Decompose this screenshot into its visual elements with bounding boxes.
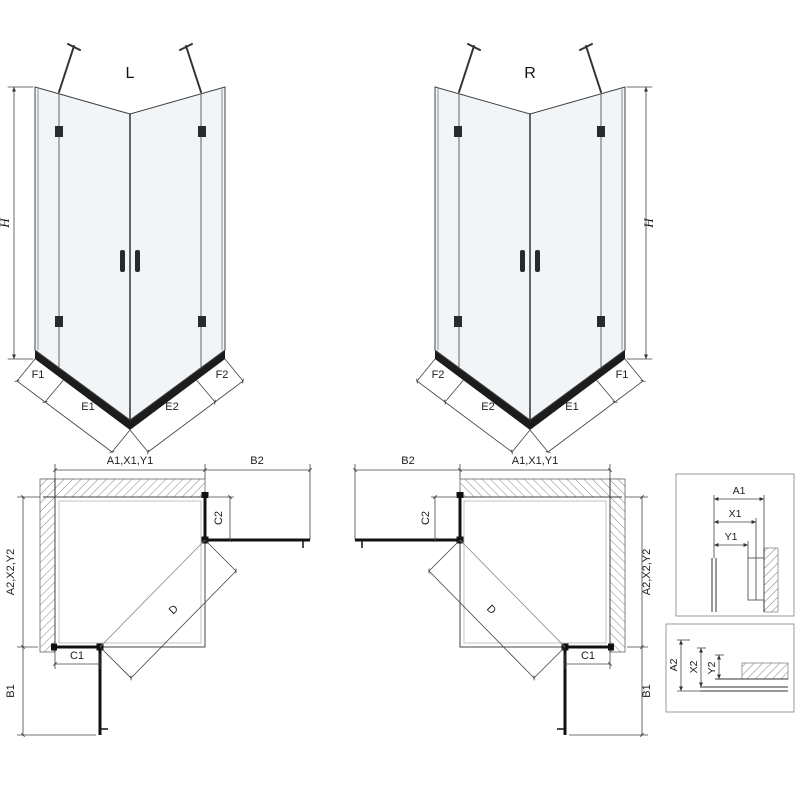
dim-label-a2x2y2: A2,X2,Y2: [641, 549, 653, 595]
detail-box-horizontal: A1 X1 Y1: [675, 473, 795, 617]
dim-label-c2: C2: [420, 511, 432, 525]
dimension-y1: [714, 541, 749, 558]
dimension-a1: [713, 495, 765, 558]
wall-hatch: [741, 662, 789, 680]
dim-label-b2: B2: [250, 455, 263, 467]
dim-label-f2: F2: [432, 369, 445, 381]
plan-view-left: A1,X1,Y1 B2 C2 A2,X2,Y2 B1 C1 D: [5, 455, 310, 735]
dim-label-e2: E2: [481, 401, 494, 413]
dim-label-b1: B1: [5, 684, 17, 697]
dim-label-e2: E2: [165, 401, 178, 413]
dim-label-y2: Y2: [706, 661, 718, 674]
dim-label-a2: A2: [668, 658, 680, 671]
dim-label-x1: X1: [729, 508, 742, 520]
dim-label-b2: B2: [401, 455, 414, 467]
dim-label-f1: F1: [32, 369, 45, 381]
dim-label-a1x1y1: A1,X1,Y1: [512, 455, 558, 467]
plan-view-right: B2 A1,X1,Y1 C2 A2,X2,Y2 B1 C1 D: [355, 455, 653, 735]
view-label-left: L: [126, 65, 135, 82]
detail-box-vertical: A2 X2 Y2: [665, 623, 795, 713]
dim-label-c1: C1: [70, 650, 84, 662]
dim-label-h: H: [0, 218, 12, 229]
dimension-x2: [697, 647, 706, 687]
dimension-y2: [715, 654, 724, 679]
dim-label-f1: F1: [616, 369, 629, 381]
dim-label-c2: C2: [213, 511, 225, 525]
dim-label-y1: Y1: [725, 531, 738, 543]
dimension-x1: [714, 518, 757, 558]
iso-view-left: L H F1 E1 E2 F2: [0, 44, 243, 452]
dim-label-a1: A1: [733, 485, 746, 497]
view-label-right: R: [524, 65, 536, 82]
dim-label-e1: E1: [565, 401, 578, 413]
dim-label-f2: F2: [216, 369, 229, 381]
dim-label-b1: B1: [641, 684, 653, 697]
wall-hatch: [763, 547, 779, 613]
dim-label-x2: X2: [688, 660, 700, 673]
dim-label-c1: C1: [581, 650, 595, 662]
dim-label-h: H: [641, 218, 656, 229]
iso-view-right: R H F2 E2 E1 F1: [417, 44, 656, 452]
dim-label-a2x2y2: A2,X2,Y2: [5, 549, 17, 595]
dim-label-a1x1y1: A1,X1,Y1: [107, 455, 153, 467]
dimension-a2: [677, 639, 700, 692]
dim-label-e1: E1: [81, 401, 94, 413]
